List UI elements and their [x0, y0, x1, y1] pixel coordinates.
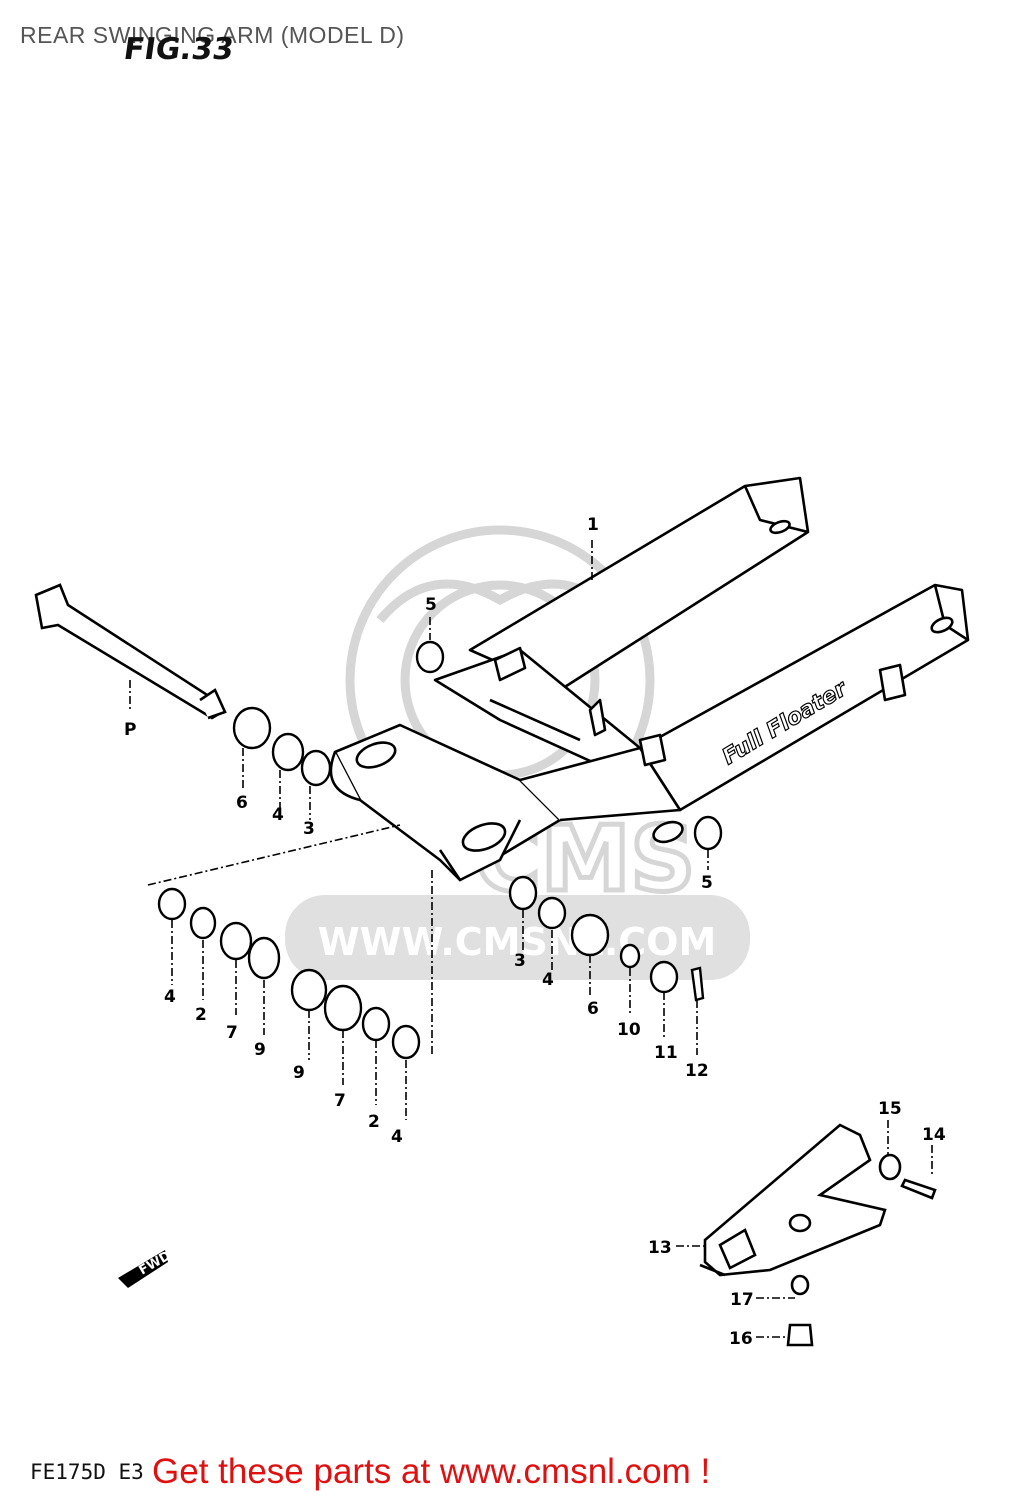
callout-number: 17 [730, 1290, 754, 1310]
callout-number: 15 [878, 1099, 902, 1119]
callout-number: 7 [334, 1091, 346, 1111]
callout-number: 4 [391, 1127, 403, 1147]
callout-number: 13 [648, 1238, 672, 1258]
watermark-text: WWW.CMSNL.COM [318, 920, 717, 964]
pivot-shaft [34, 583, 227, 720]
callout-number: 5 [701, 873, 713, 893]
callout-number: 9 [293, 1063, 305, 1083]
callouts: 1 5 P 6 4 3 5 4 2 7 9 9 7 2 4 3 4 6 10 1… [124, 515, 946, 1349]
callout-number: 2 [368, 1112, 380, 1132]
callout-number: 9 [254, 1040, 266, 1060]
promo-link[interactable]: Get these parts at www.cmsnl.com ! [152, 1452, 711, 1491]
callout-number: 4 [164, 987, 176, 1007]
callout-number: 4 [272, 805, 284, 825]
fwd-marker: FWD [137, 1248, 174, 1278]
model-code: FE175D E3 [30, 1460, 144, 1484]
callout-number: 4 [542, 970, 554, 990]
callout-number: 7 [226, 1023, 238, 1043]
callout-number: 12 [685, 1061, 709, 1081]
callout-number: 3 [303, 819, 315, 839]
chain-guide [699, 1123, 937, 1347]
leader-lines [129, 540, 933, 1338]
callout-number: 16 [729, 1329, 753, 1349]
callout-number: 3 [514, 951, 526, 971]
callout-number: 14 [922, 1125, 946, 1145]
swingarm [329, 476, 970, 882]
callout-number: 10 [617, 1020, 641, 1040]
callout-number: 5 [425, 595, 437, 615]
page-title: REAR SWINGING ARM (MODEL D) [20, 22, 405, 48]
callout-number: 1 [587, 515, 599, 535]
callout-number: 2 [195, 1005, 207, 1025]
callout-number: 11 [654, 1043, 678, 1063]
callout-number: 6 [236, 793, 248, 813]
callout-number: P [124, 720, 136, 740]
callout-number: 6 [587, 999, 599, 1019]
fwd-arrow-icon [118, 1250, 168, 1288]
